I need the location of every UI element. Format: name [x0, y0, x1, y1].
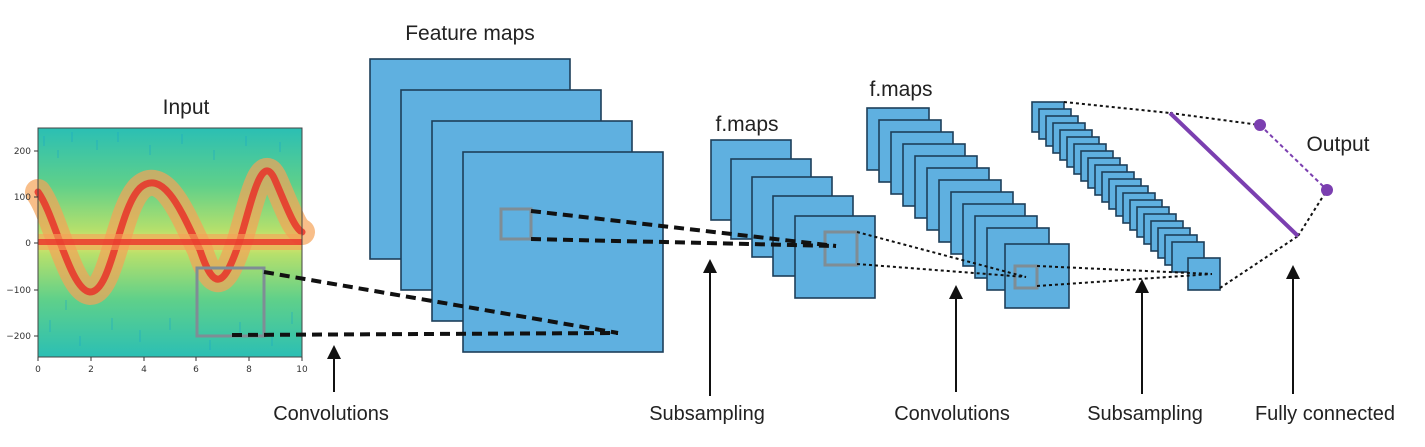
fmaps-layer-3: f.maps [866, 78, 1070, 309]
projection-line [1219, 235, 1299, 289]
feature-map [794, 215, 876, 299]
stage-label-subsampling-1: Subsampling [649, 403, 765, 425]
subsampled-stack [1031, 101, 1221, 291]
projection-line [231, 331, 619, 337]
fully-connected-line [1297, 189, 1328, 237]
spectrogram-noise [43, 132, 293, 350]
projection-line [1036, 265, 1213, 275]
fmaps-1-receptive-field-box [823, 230, 859, 267]
stage-labels: Convolutions Subsampling Convolutions Su… [273, 403, 1395, 425]
stage-label-convolutions-2: Convolutions [894, 403, 1010, 425]
x-tick-label: 10 [296, 365, 308, 375]
output-node [1321, 184, 1333, 196]
y-axis-ticks [34, 150, 38, 337]
input-receptive-field-box [195, 266, 266, 338]
output-link [1259, 124, 1328, 191]
x-tick-label: 2 [88, 365, 94, 375]
x-tick-label: 6 [193, 365, 199, 375]
y-tick-label: −200 [6, 332, 31, 342]
projection-line [1036, 273, 1213, 287]
spectrogram-center-band [38, 239, 302, 245]
stage-label-fully-connected: Fully connected [1255, 403, 1395, 425]
fmaps-1-title: f.maps [715, 113, 778, 136]
output-layer: Output [1168, 111, 1370, 238]
stage-label-subsampling-2: Subsampling [1087, 403, 1203, 425]
feature-map [462, 151, 664, 353]
y-tick-label: 100 [14, 193, 31, 203]
projection-line [530, 209, 837, 248]
stage-arrows [327, 259, 1300, 396]
x-axis-ticks [37, 357, 303, 361]
fmaps-2-title: f.maps [869, 78, 932, 101]
input-title: Input [163, 96, 210, 119]
x-tick-label: 8 [246, 365, 252, 375]
y-tick-label: 0 [25, 239, 31, 249]
y-tick-label: −100 [6, 286, 31, 296]
connection-lines [231, 101, 1328, 337]
projection-line [1063, 101, 1171, 114]
projection-line [856, 263, 1027, 278]
output-node [1254, 119, 1266, 131]
y-tick-label: 200 [14, 147, 31, 157]
feature-maps-title: Feature maps [405, 22, 535, 45]
projection-line [530, 237, 837, 248]
projection-line [856, 231, 1027, 278]
fmaps-layer-2: f.maps [710, 113, 876, 299]
feature-map-receptive-field-box [499, 207, 533, 241]
input-panel: Input 200 100 0 −100 −200 [6, 96, 315, 375]
feature-maps-layer-1: Feature maps [369, 22, 664, 353]
x-tick-label: 4 [141, 365, 147, 375]
projection-line [263, 270, 619, 335]
output-title: Output [1306, 133, 1369, 156]
x-tick-label: 0 [35, 365, 41, 375]
fully-connected-bar [1168, 111, 1300, 238]
stage-label-convolutions-1: Convolutions [273, 403, 389, 425]
